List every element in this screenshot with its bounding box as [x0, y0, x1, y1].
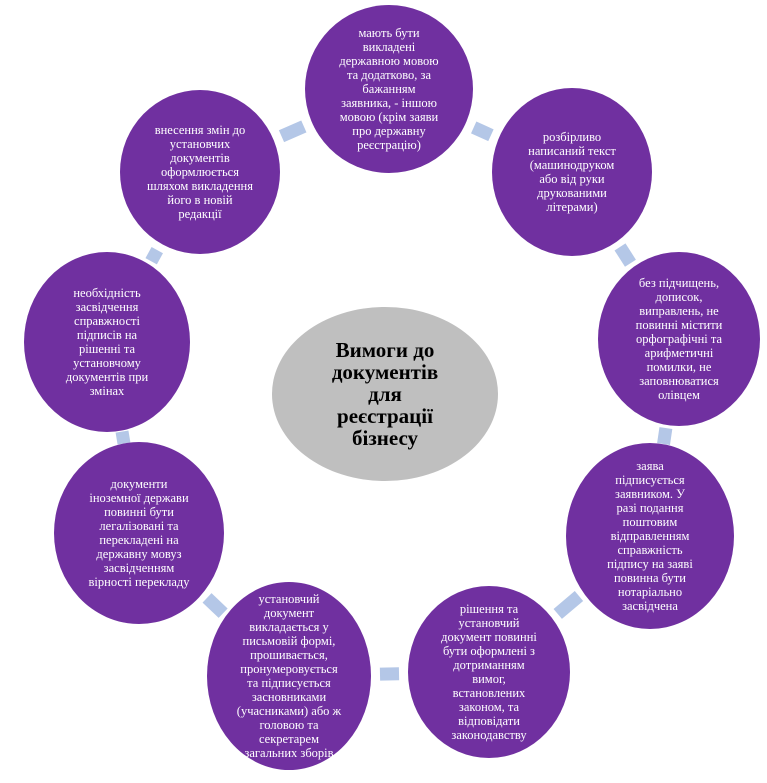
node-founding-changes-text: внесення змін до установчих документів о…: [147, 123, 253, 221]
connector-segment: [614, 243, 636, 267]
node-decision-compliance-text: рішення та установчий документ повинні б…: [441, 602, 537, 742]
node-signature-verification-text: необхідність засвідчення справжності під…: [65, 286, 149, 398]
node-state-language: мають бути викладені державною мовою та …: [305, 5, 473, 173]
center-topic-label: Вимоги до документів для реєстрації бізн…: [331, 337, 439, 451]
connector-segment: [657, 427, 673, 445]
node-legible-text-text: розбірливо написаний текст (машинодруком…: [528, 130, 616, 214]
node-founding-changes: внесення змін до установчих документів о…: [120, 90, 280, 254]
connector-segment: [553, 591, 584, 619]
node-signature-verification: необхідність засвідчення справжності під…: [24, 252, 190, 432]
node-state-language-text: мають бути викладені державною мовою та …: [339, 26, 439, 152]
node-decision-compliance: рішення та установчий документ повинні б…: [408, 586, 570, 758]
node-application-signature: заява підписується заявником. У разі под…: [566, 443, 734, 629]
connector-segment: [145, 246, 163, 265]
connector-segment: [278, 120, 307, 143]
node-founding-document: установчий документ викладається у письм…: [207, 582, 371, 770]
node-no-corrections: без підчищень, дописок, виправлень, не п…: [598, 252, 760, 426]
node-legible-text: розбірливо написаний текст (машинодруком…: [492, 88, 652, 256]
node-founding-document-text: установчий документ викладається у письм…: [236, 592, 342, 760]
center-topic: Вимоги до документів для реєстрації бізн…: [272, 307, 498, 481]
connector-segment: [471, 121, 494, 142]
node-application-signature-text: заява підписується заявником. У разі под…: [607, 459, 693, 613]
connector-segment: [202, 593, 228, 618]
node-no-corrections-text: без підчищень, дописок, виправлень, не п…: [635, 276, 723, 402]
node-foreign-documents-text: документи іноземної держави повинні бути…: [88, 477, 190, 589]
connector-segment: [115, 430, 131, 445]
node-foreign-documents: документи іноземної держави повинні бути…: [54, 442, 224, 624]
